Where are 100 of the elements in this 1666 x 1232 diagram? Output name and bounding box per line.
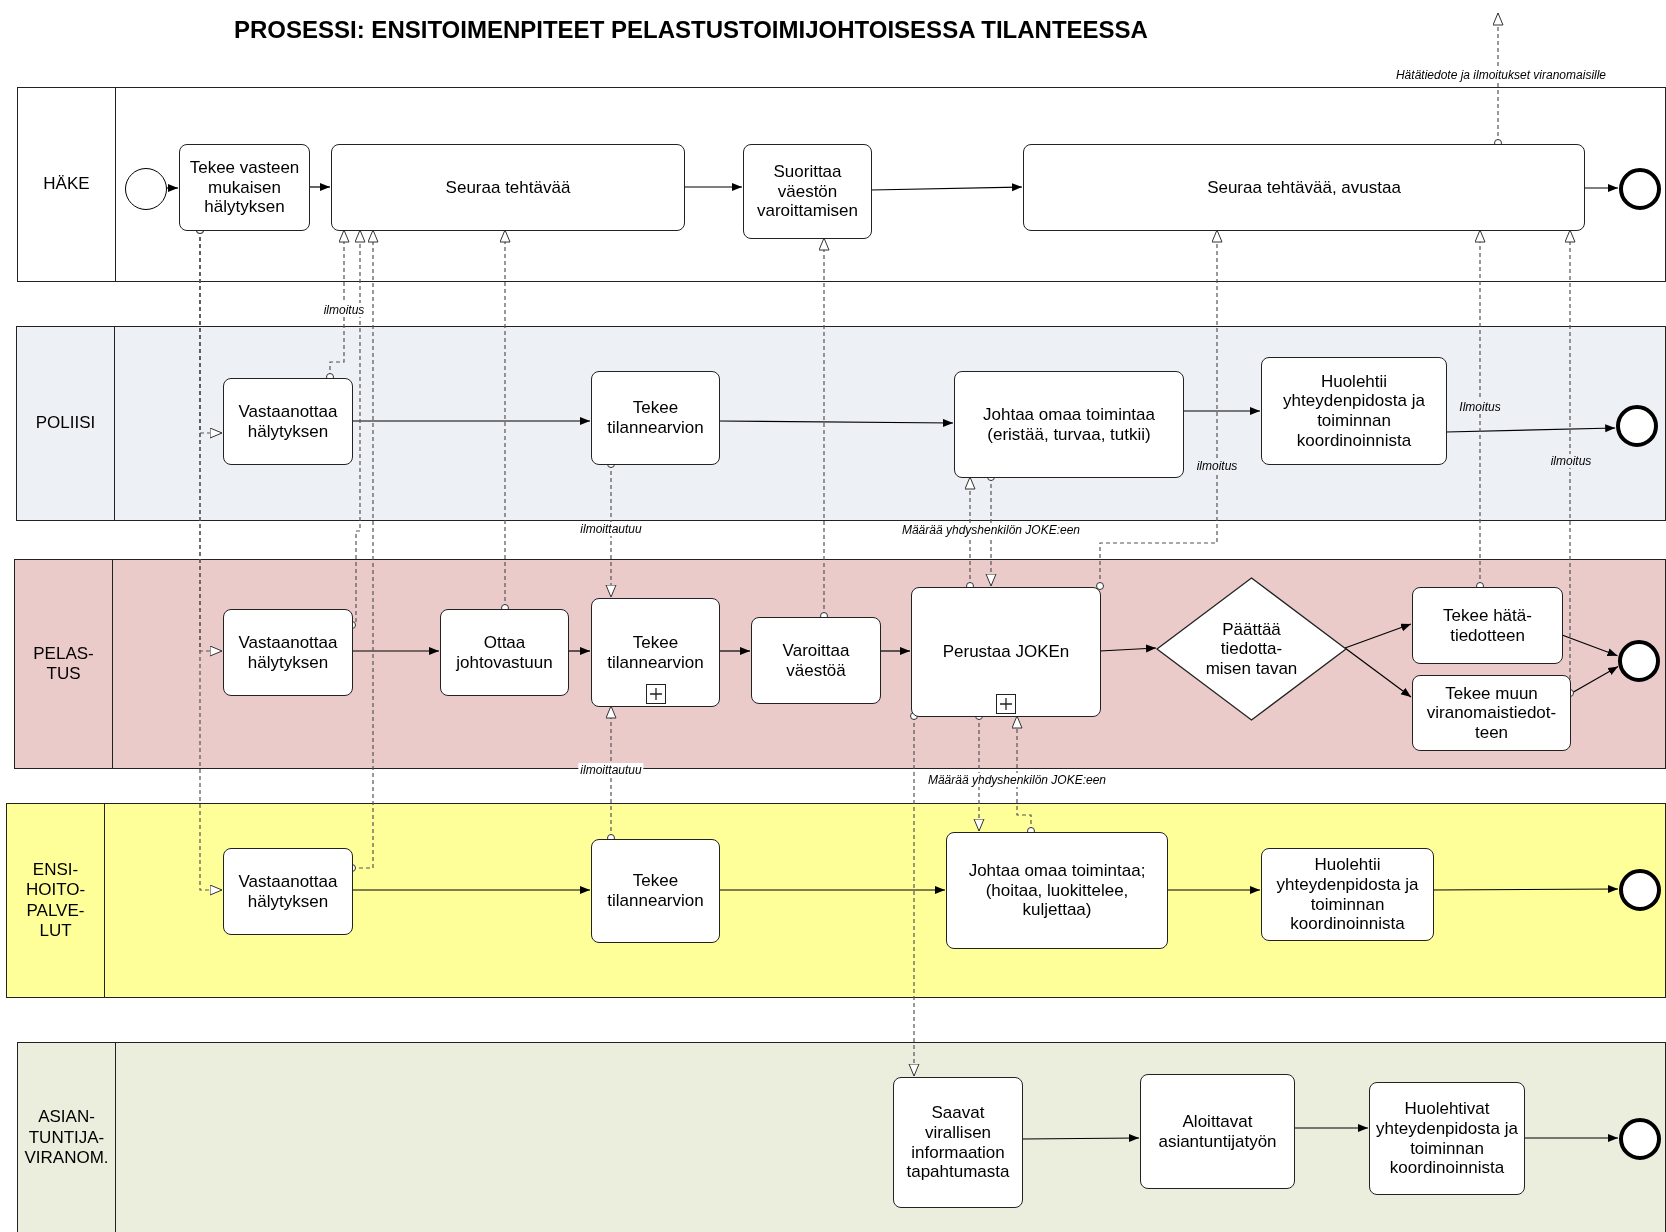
sequence-flow-arrow [1561, 634, 1619, 657]
message-flow-arrow [499, 229, 511, 612]
task-box [591, 839, 720, 943]
task-text: Saavat virallisen informaation tapahtumasta [905, 1103, 1011, 1182]
task-text: Tekee vasteen mukaisen hälytyksen [188, 158, 301, 217]
message-flow-arrow [1096, 229, 1223, 590]
end-event-circle [1616, 405, 1658, 447]
task-box [893, 1077, 1023, 1208]
message-flow-arrow [605, 705, 617, 842]
message-flow-arrow [1492, 12, 1504, 147]
sequence-flow-arrow [1182, 407, 1261, 415]
end-event-circle [1619, 869, 1661, 911]
sequence-flow-arrow [351, 417, 591, 425]
task-box [179, 144, 310, 231]
message-flow-arrow [964, 476, 976, 590]
sequence-flow-arrow [1021, 1134, 1140, 1143]
task-box [743, 144, 872, 239]
task-box [591, 371, 720, 465]
sequence-flow-arrow [718, 418, 954, 427]
swimlane [6, 803, 1666, 998]
task-box [331, 144, 685, 231]
task-text: Aloittavat asiantuntijatyön [1157, 1111, 1278, 1152]
start-event-circle [125, 168, 167, 210]
sequence-flow-arrow [1099, 644, 1157, 653]
task-text: Ottaa johtovastuun [454, 632, 554, 673]
task-box [591, 598, 720, 707]
sequence-flow-arrow [1344, 647, 1412, 698]
sequence-flow-arrow [1432, 885, 1619, 894]
message-flow-arrow [1011, 715, 1035, 835]
sequence-flow-arrow [1293, 1124, 1369, 1132]
sequence-flow-arrow [683, 183, 743, 191]
decision-diamond [1157, 578, 1346, 720]
task-text: Vastaanottaa hälytyksen [237, 871, 339, 912]
task-box [440, 609, 569, 696]
task-box [911, 587, 1101, 717]
swimlane [17, 87, 1666, 282]
sequence-flow-arrow [1523, 1134, 1619, 1142]
task-box [1261, 848, 1434, 941]
sequence-flow-arrow [308, 183, 331, 191]
swimlane [17, 1042, 1666, 1232]
message-flow-arrow [1564, 229, 1576, 697]
edge-label: ilmoittautuu [578, 763, 644, 777]
sequence-flow-arrow [718, 647, 751, 655]
decision-text: Päättää tiedotta- misen tavan [1205, 619, 1298, 679]
edge-label: Ilmoitus [1457, 400, 1503, 414]
task-text: Huolehtivat yhteydenpidosta ja toiminnan koordinoinnista [1375, 1099, 1519, 1178]
lane-title: POLIISI [35, 413, 96, 434]
sequence-flow-arrow [165, 184, 179, 192]
sequence-flow-arrow [1166, 886, 1261, 894]
sequence-flow-arrow [718, 886, 946, 894]
task-box [223, 848, 353, 935]
task-text: Tekee tilannearvion [606, 398, 705, 438]
task-text: Varoittaa väestöä [781, 640, 851, 681]
message-flow-arrow [326, 229, 350, 381]
lane-title: ENSI- HOITO- PALVE- LUT [24, 859, 87, 942]
task-text: Johtaa omaa toimintaa (eristää, turvaa, tutkii) [982, 404, 1156, 445]
message-flow-arrow [908, 712, 920, 1077]
task-box [1140, 1074, 1295, 1189]
lane-title: ASIAN- TUNTIJA- VIRANOM. [23, 1107, 110, 1169]
edge-label: Hätätiedote ja ilmoitukset viranomaisille [1393, 68, 1609, 82]
task-text: Tekee tilannearvion [606, 632, 705, 673]
end-event-circle [1618, 640, 1660, 682]
edge-label: ilmoitus [1194, 459, 1240, 473]
sequence-flow-arrow [351, 886, 591, 894]
sequence-flow-arrow [879, 647, 911, 655]
task-text: Seuraa tehtävää [445, 177, 571, 198]
task-box [223, 378, 353, 465]
task-text: Vastaanottaa hälytyksen [237, 632, 339, 673]
end-event-circle [1619, 1118, 1661, 1160]
sequence-flow-arrow [567, 647, 591, 655]
sequence-flow-arrow [870, 183, 1023, 192]
diagram-title: PROSESSI: ENSITOIMENPITEET PELASTUSTOIMIJOHTOISESSA TILANTEESSA [234, 16, 1148, 44]
sequence-flow-arrow [1344, 623, 1412, 649]
task-text: Tekee tilannearvion [606, 871, 705, 911]
sequence-flow-arrow [351, 647, 440, 655]
task-text: Tekee hätä- tiedotteen [1442, 605, 1533, 646]
sequence-flow-arrow [1445, 424, 1616, 433]
task-text: Tekee muun viranomaistiedot- teen [1425, 683, 1558, 743]
end-event-circle [1619, 168, 1661, 210]
task-box [954, 371, 1184, 478]
edge-label: ilmoitus [321, 303, 367, 317]
task-text: Huolehtii yhteydenpidosta ja toiminnan koordinoinnista [1275, 855, 1420, 934]
task-box [946, 832, 1168, 949]
task-box [1023, 144, 1585, 231]
task-box [1261, 357, 1447, 465]
task-text: Seuraa tehtävää, avustaa [1207, 177, 1401, 198]
swimlane [16, 326, 1666, 521]
lane-title: HÄKE [43, 174, 90, 195]
message-flow-arrow [1474, 229, 1486, 590]
task-text: Vastaanottaa hälytyksen [237, 401, 339, 442]
task-box [1412, 587, 1563, 664]
edge-label: ilmoittautuu [578, 522, 644, 536]
edge-label: Määrää yhdyshenkilön JOKE:een [899, 523, 1083, 537]
message-flow-arrow [818, 237, 830, 620]
task-text: Perustaa JOKEn [942, 642, 1070, 662]
edge-label: Määrää yhdyshenkilön JOKE:een [925, 773, 1109, 787]
task-box [751, 617, 881, 704]
lane-title: PELAS- TUS [32, 643, 95, 685]
task-text: Johtaa omaa toimintaa; (hoitaa, luokittelee, kuljettaa) [967, 861, 1147, 920]
task-text: Huolehtii yhteydenpidosta ja toiminnan koordinoinnista [1282, 371, 1426, 451]
